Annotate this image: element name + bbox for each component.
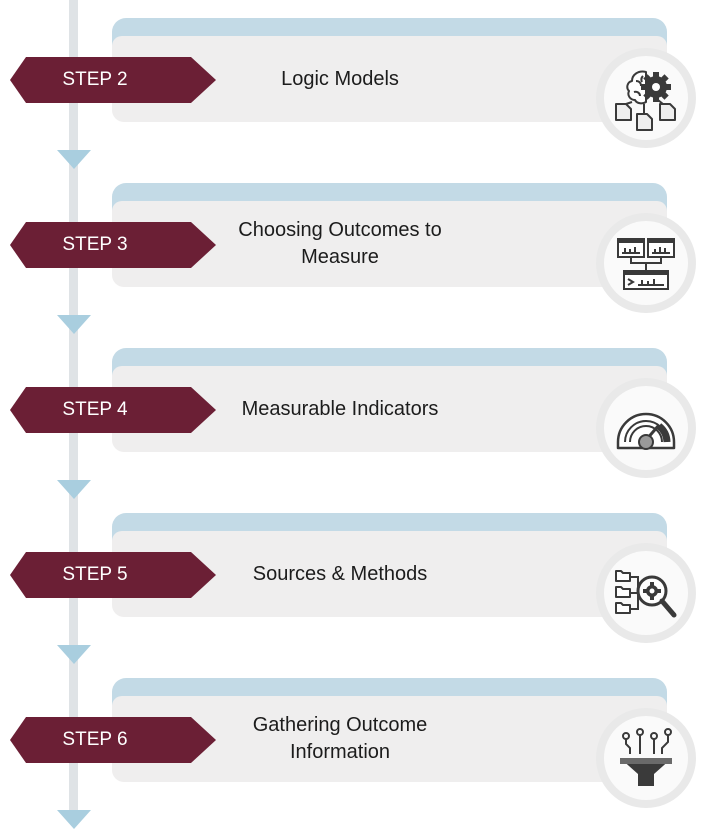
step-tag: STEP 5 xyxy=(10,552,216,598)
step-measurable-indicators: Measurable Indicators STEP 4 xyxy=(0,348,705,478)
step-title: Choosing Outcomes to Measure xyxy=(140,201,540,287)
icon-badge xyxy=(596,48,696,148)
down-arrow-icon xyxy=(57,645,91,664)
step-logic-models: Logic Models STEP 2 xyxy=(0,18,705,148)
icon-badge xyxy=(596,708,696,808)
icon-badge xyxy=(596,543,696,643)
step-title-text: Gathering Outcome Information xyxy=(252,714,428,763)
step-sources-methods: Sources & Methods STEP 5 xyxy=(0,513,705,643)
step-title: Measurable Indicators xyxy=(241,397,439,420)
dashboard-windows-icon xyxy=(617,238,675,290)
step-tag: STEP 6 xyxy=(10,717,216,763)
step-tag: STEP 2 xyxy=(10,57,216,103)
down-arrow-icon xyxy=(57,480,91,499)
step-choosing-outcomes: Choosing Outcomes to Measure STEP 3 xyxy=(0,183,705,313)
folders-magnifier-icon xyxy=(615,570,677,618)
step-title: Sources & Methods xyxy=(252,562,428,585)
icon-badge xyxy=(596,213,696,313)
icon-badge xyxy=(596,378,696,478)
step-title: Gathering Outcome Information xyxy=(140,696,540,782)
step-gathering-information: Gathering Outcome Information STEP 6 xyxy=(0,678,705,808)
step-tag: STEP 3 xyxy=(10,222,216,268)
gauge-icon xyxy=(616,412,676,450)
down-arrow-icon xyxy=(57,150,91,169)
step-title: Logic Models xyxy=(281,67,399,90)
step-tag: STEP 4 xyxy=(10,387,216,433)
brain-gear-documents-icon xyxy=(615,70,676,131)
step-title-text: Choosing Outcomes to Measure xyxy=(238,219,442,268)
down-arrow-icon xyxy=(57,810,91,829)
funnel-icon xyxy=(620,728,672,786)
down-arrow-icon xyxy=(57,315,91,334)
